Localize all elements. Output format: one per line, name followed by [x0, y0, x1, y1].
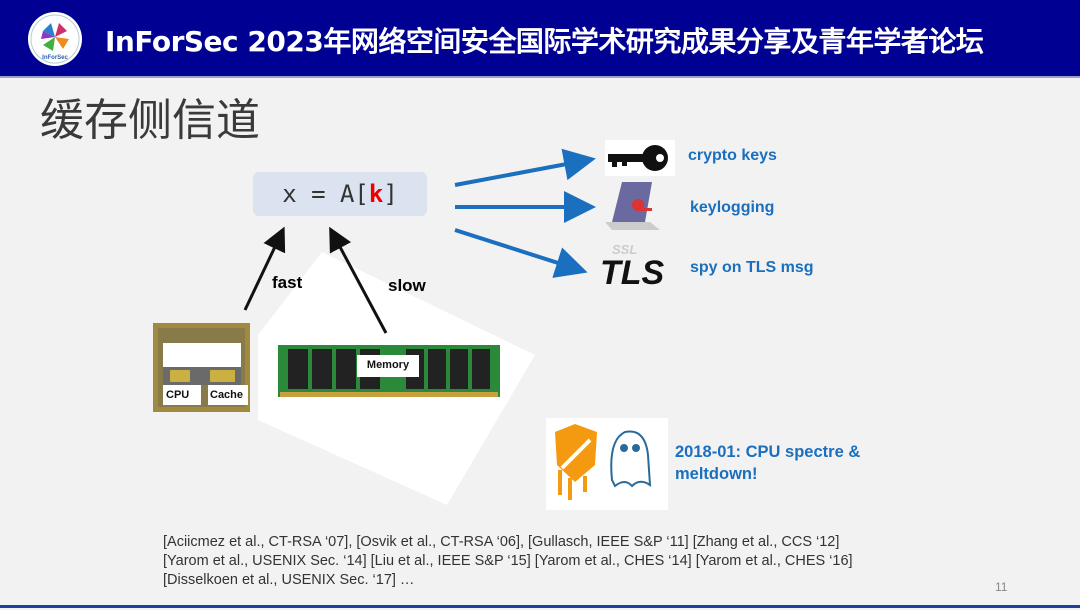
- page-number: 11: [995, 580, 1008, 594]
- svg-text:SSL: SSL: [612, 242, 637, 257]
- key-icon: [605, 140, 675, 176]
- inforsec-logo: InForSec: [28, 12, 82, 66]
- laptop-icon: [605, 182, 660, 230]
- slide-title: 缓存侧信道: [40, 95, 260, 146]
- spectre-line2: meltdown!: [675, 465, 758, 483]
- fast-arrow: [243, 226, 286, 311]
- slow-arrow: [329, 226, 388, 334]
- arrow-to-keys: [454, 148, 596, 187]
- fast-label: fast: [272, 273, 303, 292]
- arrow-to-tls: [454, 228, 588, 278]
- code-suffix: ]: [383, 180, 398, 208]
- spectre-line1: 2018-01: CPU spectre &: [675, 443, 861, 461]
- target-tls: spy on TLS msg: [690, 259, 814, 276]
- code-expression: x = A[k]: [253, 172, 427, 216]
- reference-line: [Aciicmez et al., CT-RSA ‘07], [Osvik et…: [163, 534, 840, 550]
- reference-line: [Yarom et al., USENIX Sec. ‘14] [Liu et …: [163, 553, 853, 569]
- cpu-label: CPU: [163, 385, 201, 405]
- memory-label: Memory: [357, 355, 419, 377]
- code-key: k: [368, 180, 384, 208]
- target-crypto-keys: crypto keys: [688, 147, 777, 164]
- svg-text:InForSec: InForSec: [42, 55, 68, 61]
- code-prefix: x = A[: [282, 180, 369, 208]
- header-title: InForSec 2023年网络空间安全国际学术研究成果分享及青年学者论坛: [105, 25, 984, 58]
- meltdown-spectre-logos: [546, 418, 668, 510]
- reference-line: [Disselkoen et al., USENIX Sec. ‘17] …: [163, 572, 415, 588]
- footer-line: [0, 605, 1080, 608]
- target-keylogging: keylogging: [690, 199, 775, 216]
- slow-label: slow: [388, 276, 426, 295]
- svg-text:TLS: TLS: [600, 254, 665, 292]
- header-bar: InForSec InForSec 2023年网络空间安全国际学术研究成果分享及…: [0, 0, 1080, 78]
- cache-label: Cache: [208, 385, 248, 405]
